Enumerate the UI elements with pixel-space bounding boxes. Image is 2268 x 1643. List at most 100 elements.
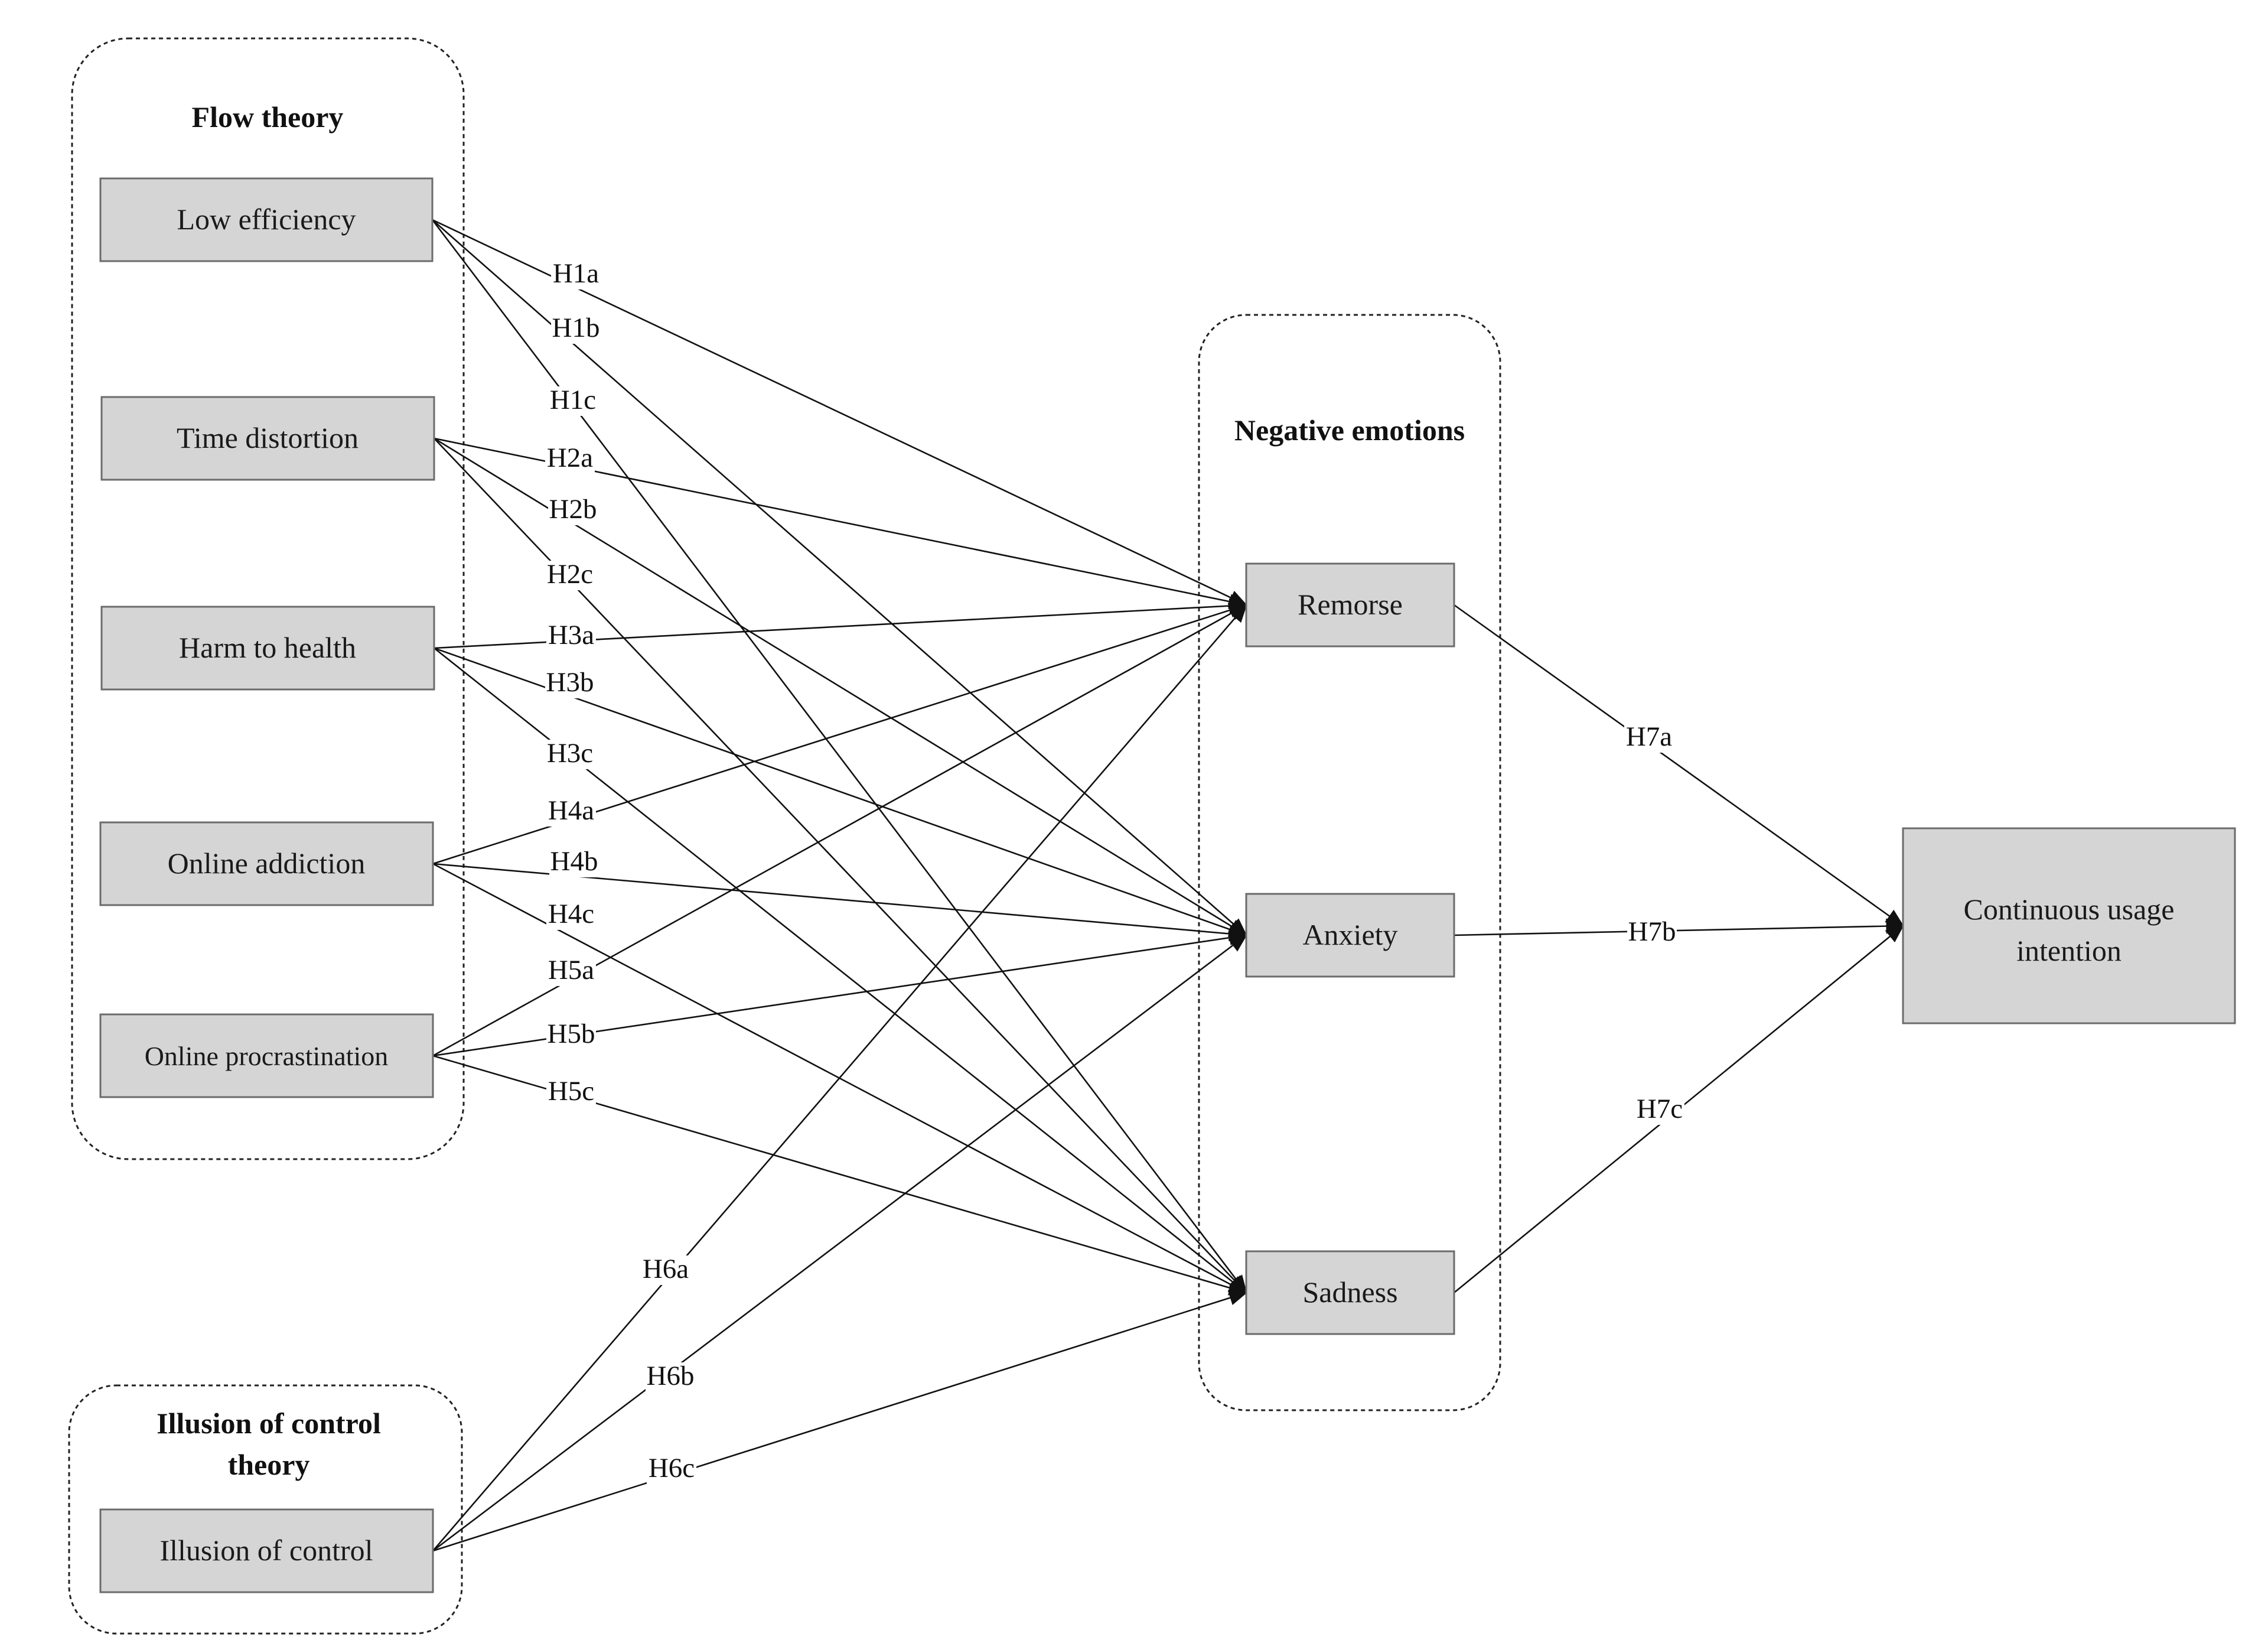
edge-label-background [551,260,601,289]
edge-label-background [551,314,601,344]
node-online-addiction: Online addiction [99,821,434,906]
flow-theory-title: Flow theory [192,100,344,134]
node-online-procrastination-label: Online procrastination [145,1041,389,1071]
edge-label-h4c: H4c [546,899,596,930]
edge-label-text: H4b [550,846,598,877]
edge-label-h2c: H2c [545,559,595,590]
node-harm-to-health-label: Harm to health [179,631,356,664]
node-continuous-usage-intention: Continuous usage intention [1902,827,2236,1024]
node-remorse: Remorse [1245,562,1455,648]
illusion-of-control-theory-title-line1: Illusion of control [157,1407,381,1440]
edge-label-background [546,956,596,986]
edge-label-text: H7b [1628,916,1676,947]
edge-h6a [432,604,1247,1551]
edge-label-h7c: H7c [1635,1094,1684,1125]
node-illusion-of-control: Illusion of control [99,1508,434,1593]
edge-label-h2b: H2b [548,494,598,525]
edge-label-text: H2c [547,559,593,590]
edge-label-text: H4a [548,795,594,826]
edge-label-background [1627,918,1677,948]
edge-label-h1a: H1a [551,258,601,289]
node-anxiety-label: Anxiety [1302,918,1397,951]
node-remorse-label: Remorse [1298,588,1403,621]
edge-label-h4a: H4a [546,795,596,827]
edge-label-text: H5b [548,1019,595,1049]
edge-label-background [546,797,596,827]
node-continuous-usage-intention-line1: Continuous usage [1964,893,2175,926]
node-illusion-of-control-label: Illusion of control [159,1534,373,1567]
edge-label-text: H6a [643,1254,689,1284]
edge-label-text: H5a [548,955,594,985]
edge-label-text: H2b [549,494,597,525]
edge-label-h5a: H5a [546,955,596,986]
edge-label-h3c: H3c [545,738,595,769]
edge-label-text: H7a [1626,721,1672,752]
negative-emotions-title: Negative emotions [1234,414,1465,447]
edge-label-background [545,740,595,769]
edge-label-background [646,1362,695,1392]
edge-label-background [546,1078,596,1107]
node-harm-to-health: Harm to health [100,606,435,691]
illusion-of-control-theory-group [68,1384,463,1635]
edge-h6c [432,1290,1248,1552]
node-continuous-usage-intention-line2: intention [2016,934,2122,967]
edge-h6b [432,934,1248,1552]
node-time-distortion: Time distortion [100,396,435,481]
node-sadness: Sadness [1245,1250,1455,1335]
edge-label-background [1635,1095,1684,1125]
edge-label-background [549,848,599,877]
edge-label-h7b: H7b [1627,916,1677,948]
edge-label-background [548,386,598,416]
edge-label-h4b: H4b [549,846,599,877]
illusion-of-control-theory-title-line2: theory [228,1448,310,1481]
node-online-procrastination: Online procrastination [99,1013,434,1098]
edge-label-background [546,1020,596,1050]
edge-h7a [1454,604,1905,927]
edge-label-text: H2a [547,443,593,473]
node-time-distortion-label: Time distortion [177,421,359,454]
edge-label-background [1624,723,1674,753]
node-low-efficiency-label: Low efficiency [177,203,356,236]
node-sadness-label: Sadness [1302,1276,1397,1309]
edge-label-background [545,444,595,474]
edge-label-h7a: H7a [1624,721,1674,753]
edge-label-h6c: H6c [647,1453,696,1484]
edge-label-text: H4c [548,899,594,929]
node-anxiety: Anxiety [1245,893,1455,978]
edge-label-text: H7c [1637,1094,1683,1124]
edge-label-text: H1a [553,258,599,289]
node-low-efficiency: Low efficiency [99,177,434,262]
edge-label-h6a: H6a [641,1254,690,1285]
edge-label-text: H1b [552,313,600,343]
edge-label-h1b: H1b [551,313,601,344]
edge-label-text: H5c [548,1076,594,1107]
edge-label-h3a: H3a [546,620,596,651]
edge-label-text: H3c [547,738,593,769]
edge-label-text: H3a [548,620,594,650]
edge-label-background [647,1455,696,1484]
node-online-addiction-label: Online addiction [168,847,366,880]
flow-theory-group [71,37,465,1160]
edges-layer [431,219,1905,1552]
edge-labels-layer: H1aH1bH1cH2aH2bH2cH3aH3bH3cH4aH4bH4cH5aH… [545,258,1684,1484]
edge-label-text: H3b [546,667,594,698]
edge-label-background [548,496,598,525]
edge-label-text: H1c [550,385,596,415]
edge-label-h2a: H2a [545,443,595,474]
edge-label-h3b: H3b [545,667,595,698]
edge-label-h1c: H1c [548,385,598,416]
edge-label-background [545,561,595,590]
negative-emotions-group [1198,314,1501,1411]
edge-label-background [546,900,596,930]
edge-label-h5c: H5c [546,1076,596,1107]
edge-label-background [641,1255,690,1285]
edge-label-background [545,669,595,698]
edge-label-h5b: H5b [546,1019,596,1050]
edge-h7b [1454,918,1905,936]
edge-label-h6b: H6b [646,1361,695,1392]
edge-label-text: H6c [649,1453,695,1483]
edge-label-text: H6b [647,1361,695,1391]
edge-label-background [546,622,596,651]
